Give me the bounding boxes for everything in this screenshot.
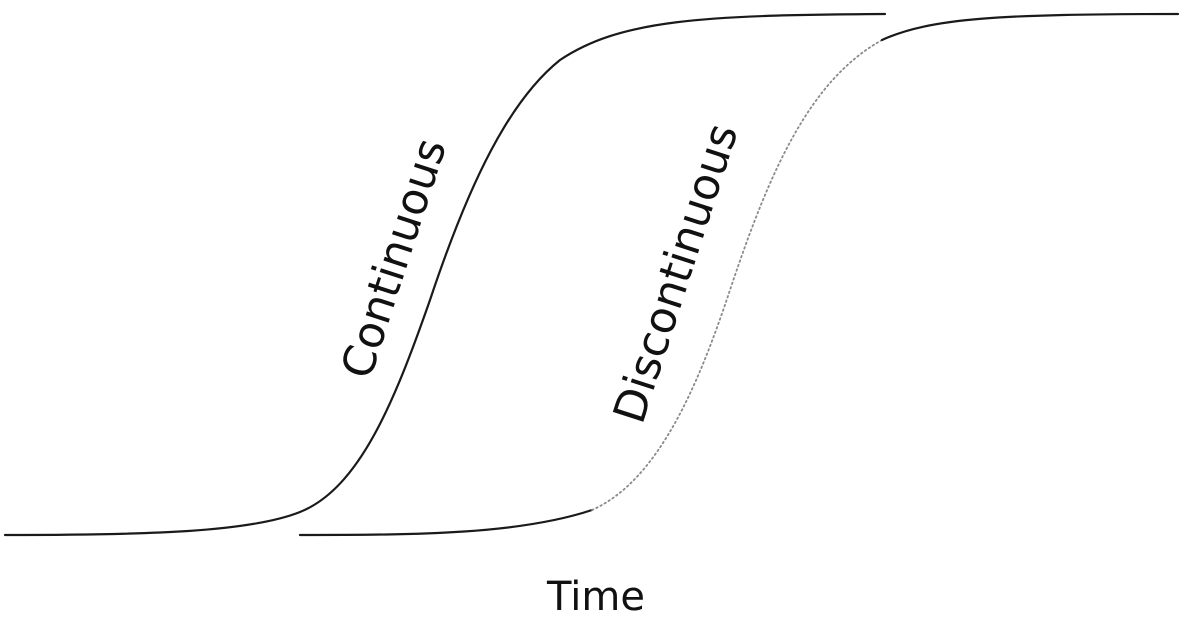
continuous-curve-line [3, 12, 887, 537]
continuous-label: Continuous [332, 132, 457, 384]
x-axis-label: Time [546, 574, 645, 620]
continuous-curve [3, 12, 887, 537]
discontinuous-curve-transition-segment [591, 39, 883, 511]
discontinuous-curve [298, 12, 1180, 537]
discontinuous-curve-upper-segment [880, 12, 1180, 42]
discontinuous-label: Discontinuous [604, 118, 749, 430]
discontinuous-curve-lower-segment [298, 508, 594, 537]
